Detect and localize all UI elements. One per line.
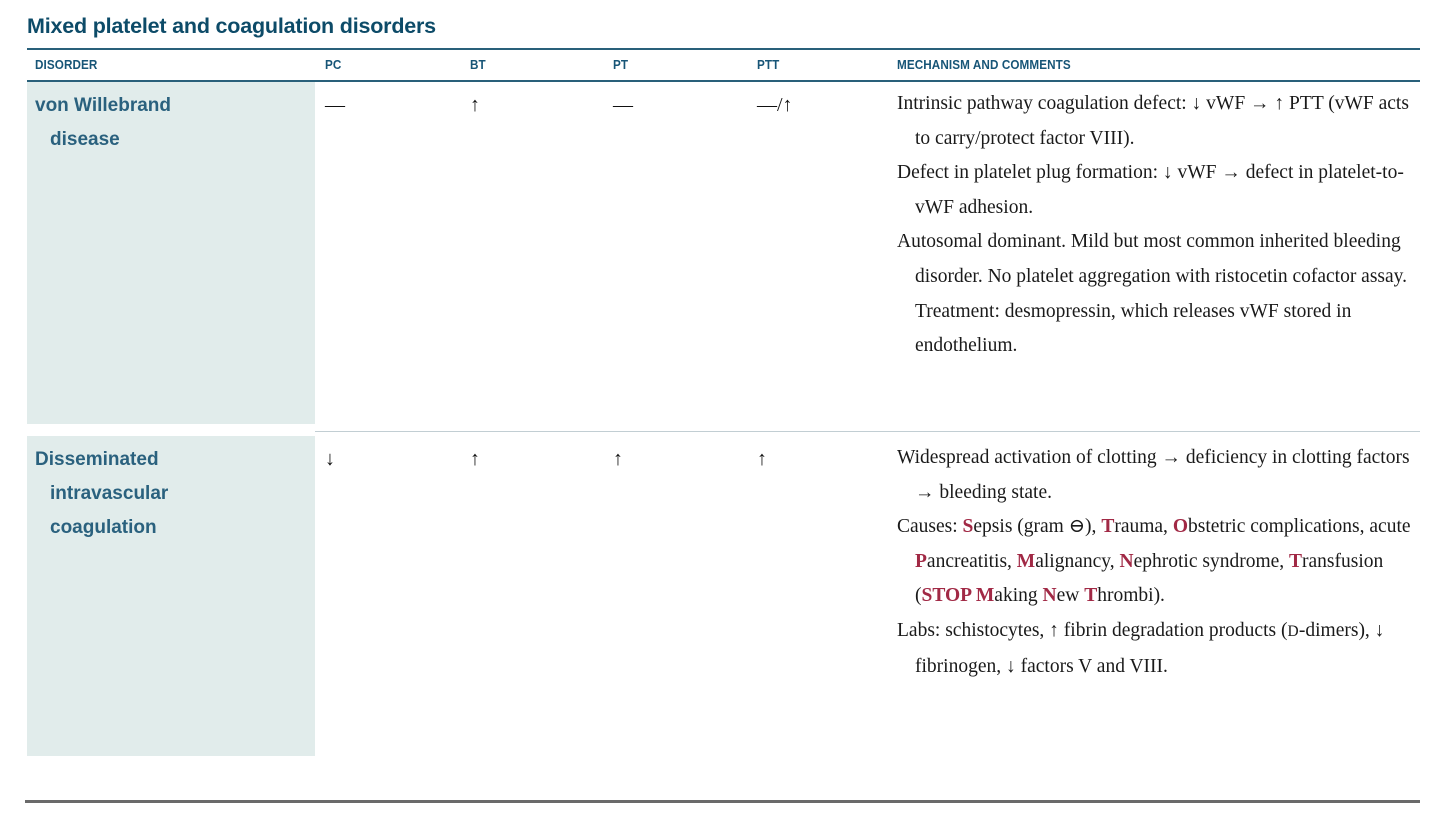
header-disorder: DISORDER	[35, 57, 98, 72]
disorder-line: von Willebrand	[35, 95, 172, 116]
disorder-cell: von Willebrand disease	[27, 82, 315, 424]
table-body: von Willebrand disease — ↑ — —/↑ Intrinsi…	[27, 82, 1420, 756]
marker-pc: —	[325, 94, 345, 116]
row-separator	[315, 431, 1420, 432]
marker-pt: ↑	[613, 448, 623, 470]
marker-bt: ↑	[470, 448, 480, 470]
disorder-line: Disseminated	[35, 449, 159, 470]
table-row: Disseminated intravascular coagulation ↓ ↑…	[27, 436, 1420, 756]
mechanism-cell: Intrinsic pathway coagulation defect: ↓ …	[890, 82, 1420, 424]
table-header-row: DISORDER PC BT PT PTT MECHANISM AND COMM…	[27, 48, 1420, 82]
marker-pc: ↓	[325, 448, 335, 470]
header-ptt: PTT	[757, 57, 780, 72]
mechanism-cell: Widespread activation of clotting → defi…	[890, 436, 1420, 756]
mechanism-paragraph: Autosomal dominant. Mild but most common…	[897, 231, 1408, 357]
disorder-line: coagulation	[50, 517, 157, 538]
marker-ptt: —/↑	[757, 94, 793, 116]
table-row: von Willebrand disease — ↑ — —/↑ Intrinsi…	[27, 82, 1420, 424]
mechanism-paragraph: Intrinsic pathway coagulation defect: ↓ …	[897, 93, 1409, 149]
marker-ptt: ↑	[757, 448, 767, 470]
mechanism-paragraph: Widespread activation of clotting → defi…	[897, 447, 1410, 503]
mechanism-paragraph: Labs: schistocytes, ↑ fibrin degradation…	[897, 619, 1385, 677]
marker-pt: —	[613, 94, 633, 116]
header-mechanism: MECHANISM AND COMMENTS	[897, 57, 1071, 72]
marker-bt: ↑	[470, 94, 480, 116]
mechanism-paragraph: Causes: Sepsis (gram ⊖), Trauma, Obstetr…	[897, 516, 1411, 607]
header-pc: PC	[325, 57, 342, 72]
page-bottom-rule	[25, 800, 1420, 803]
mechanism-paragraph: Defect in platelet plug formation: ↓ vWF…	[897, 162, 1404, 218]
header-bt: BT	[470, 57, 486, 72]
header-pt: PT	[613, 57, 629, 72]
disorder-cell: Disseminated intravascular coagulation	[27, 436, 315, 756]
disorder-line: intravascular	[50, 483, 169, 504]
disorder-line: disease	[50, 129, 120, 150]
page-title: Mixed platelet and coagulation disorders	[27, 14, 436, 38]
